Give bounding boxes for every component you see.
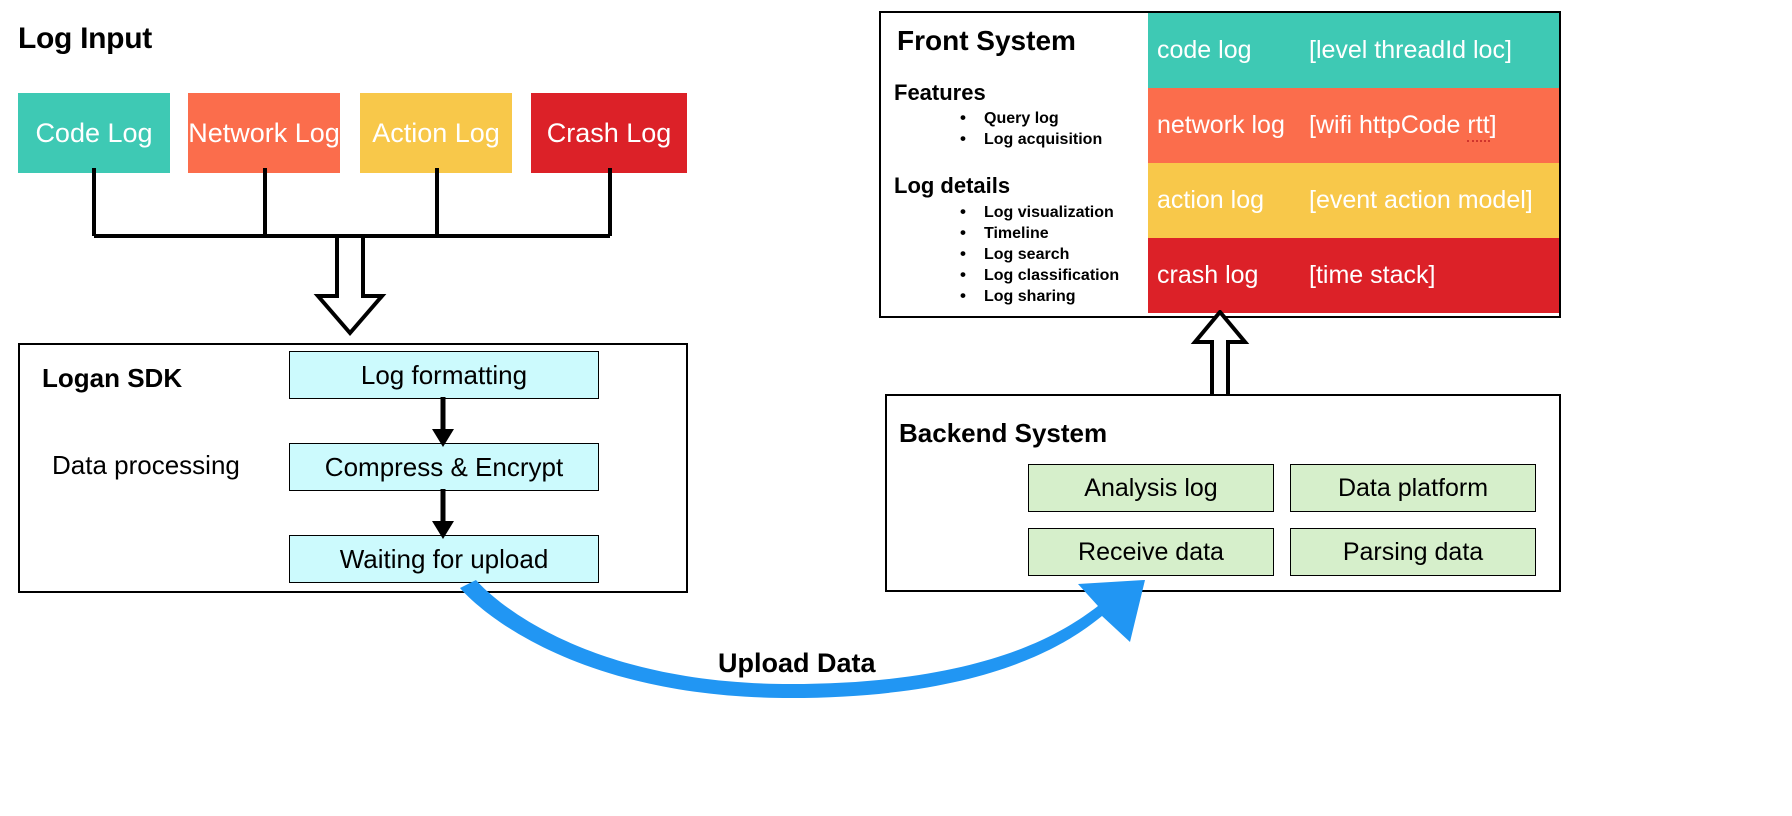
front-row-tags-misspelled: rtt (1467, 111, 1490, 142)
upload-data-label: Upload Data (718, 648, 876, 678)
front-system-title: Front System (897, 25, 1076, 56)
front-row-name: network log (1157, 111, 1285, 139)
list-item: Log visualization (950, 201, 1119, 223)
front-row-tags: [event action model] (1309, 186, 1533, 214)
sdk-step-compress-encrypt: Compress & Encrypt (289, 443, 599, 491)
log-chip-crash-log: Crash Log (531, 93, 687, 173)
list-item: Log classification (950, 264, 1119, 286)
list-item: Timeline (950, 222, 1119, 244)
logan-sdk-title: Logan SDK (42, 363, 183, 393)
front-system-log-details-list: Log visualization Timeline Log search Lo… (950, 201, 1119, 307)
front-system-log-details-heading: Log details (894, 173, 1011, 198)
front-row-action-log: action log [event action model] (1148, 163, 1559, 238)
front-row-network-log: network log [wifi httpCode rtt] (1148, 88, 1559, 163)
backend-box-analysis-log: Analysis log (1028, 464, 1274, 512)
front-row-tags-prefix: [wifi httpCode (1309, 111, 1468, 139)
front-row-name: code log (1157, 36, 1252, 64)
front-row-crash-log: crash log [time stack] (1148, 238, 1559, 313)
front-row-name: action log (1157, 186, 1265, 214)
log-chip-network-log: Network Log (188, 93, 340, 173)
logan-sdk-subtitle: Data processing (52, 450, 240, 480)
log-merge-connector (92, 168, 612, 337)
front-row-tags: [level threadId loc] (1309, 36, 1512, 64)
sdk-step-log-formatting: Log formatting (289, 351, 599, 399)
list-item: Log acquisition (950, 128, 1102, 150)
front-row-tags: [time stack] (1309, 261, 1436, 289)
sdk-step-waiting-for-upload: Waiting for upload (289, 535, 599, 583)
log-chip-code-log: Code Log (18, 93, 170, 173)
log-input-title: Log Input (18, 22, 152, 55)
backend-box-data-platform: Data platform (1290, 464, 1536, 512)
backend-to-front-arrow (1190, 310, 1250, 400)
backend-box-receive-data: Receive data (1028, 528, 1274, 576)
front-system-features-heading: Features (894, 80, 986, 105)
front-system-features-list: Query log Log acquisition (950, 107, 1102, 150)
upload-data-arrow (460, 580, 1145, 698)
sdk-step-arrows (432, 397, 454, 539)
front-row-tags: [wifi httpCode rtt] (1309, 111, 1559, 142)
log-chip-action-log: Action Log (360, 93, 512, 173)
list-item: Log search (950, 243, 1119, 265)
list-item: Log sharing (950, 285, 1119, 307)
front-row-tags-suffix: ] (1489, 111, 1497, 139)
backend-system-title: Backend System (899, 418, 1108, 448)
front-row-code-log: code log [level threadId loc] (1148, 13, 1559, 88)
front-row-name: crash log (1157, 261, 1259, 289)
list-item: Query log (950, 107, 1102, 129)
backend-box-parsing-data: Parsing data (1290, 528, 1536, 576)
